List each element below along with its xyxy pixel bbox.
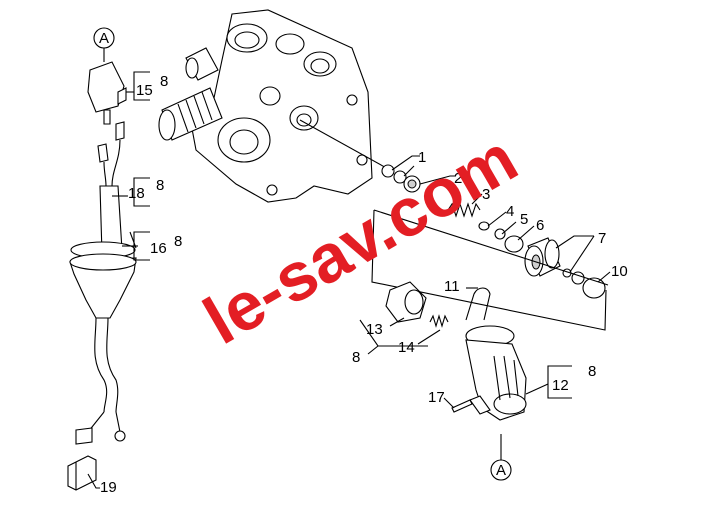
label-18: 18 [128, 185, 145, 202]
label-15: 15 [136, 82, 153, 99]
label-10: 10 [611, 263, 628, 280]
washer-1 [393, 170, 407, 184]
group-outline [371, 209, 609, 331]
marker-a-top: A [93, 27, 115, 49]
cable-18 [97, 121, 137, 255]
pressure-switch-15 [87, 61, 127, 125]
leader-lines [87, 91, 611, 489]
label-7: 7 [598, 230, 606, 247]
part-number-labels: 1 2 3 4 5 6 7 10 11 12 8 13 14 8 15 8 16… [100, 73, 628, 496]
svg-text:A: A [496, 462, 506, 479]
label-16: 16 [150, 240, 167, 257]
svg-text:A: A [99, 30, 109, 47]
label-13-14-qty: 8 [352, 349, 360, 366]
o-ring-10 [582, 277, 606, 299]
valve-cartridge-7 [524, 237, 561, 277]
o-ring-1 [381, 164, 395, 178]
label-12: 12 [552, 377, 569, 394]
qty-brackets [133, 71, 572, 399]
check-valve-13 [385, 281, 427, 323]
washer-5 [494, 228, 506, 240]
label-3: 3 [482, 186, 490, 203]
connector-19 [67, 455, 97, 491]
label-17: 17 [428, 389, 445, 406]
label-16-qty: 8 [174, 233, 182, 250]
label-2: 2 [454, 170, 462, 187]
label-15-qty: 8 [160, 73, 168, 90]
spring-14 [429, 314, 449, 328]
marker-a-bottom: A [490, 459, 512, 481]
label-18-qty: 8 [156, 177, 164, 194]
retaining-clip-11 [465, 287, 491, 321]
label-6: 6 [536, 217, 544, 234]
label-13: 13 [366, 321, 383, 338]
label-11: 11 [444, 278, 460, 295]
pin-17 [451, 399, 473, 413]
assembly-axis-line [299, 119, 391, 171]
label-5: 5 [520, 211, 528, 228]
label-14: 14 [398, 339, 415, 356]
label-1: 1 [418, 149, 426, 166]
washer-4 [478, 221, 490, 231]
label-19: 19 [100, 479, 117, 496]
label-12-qty: 8 [588, 363, 596, 380]
elbow-fitting-12 [465, 325, 527, 421]
cable-boot-16 [69, 241, 137, 445]
label-4: 4 [506, 203, 514, 220]
spring-3 [447, 202, 481, 218]
pump-head-housing [158, 9, 373, 203]
